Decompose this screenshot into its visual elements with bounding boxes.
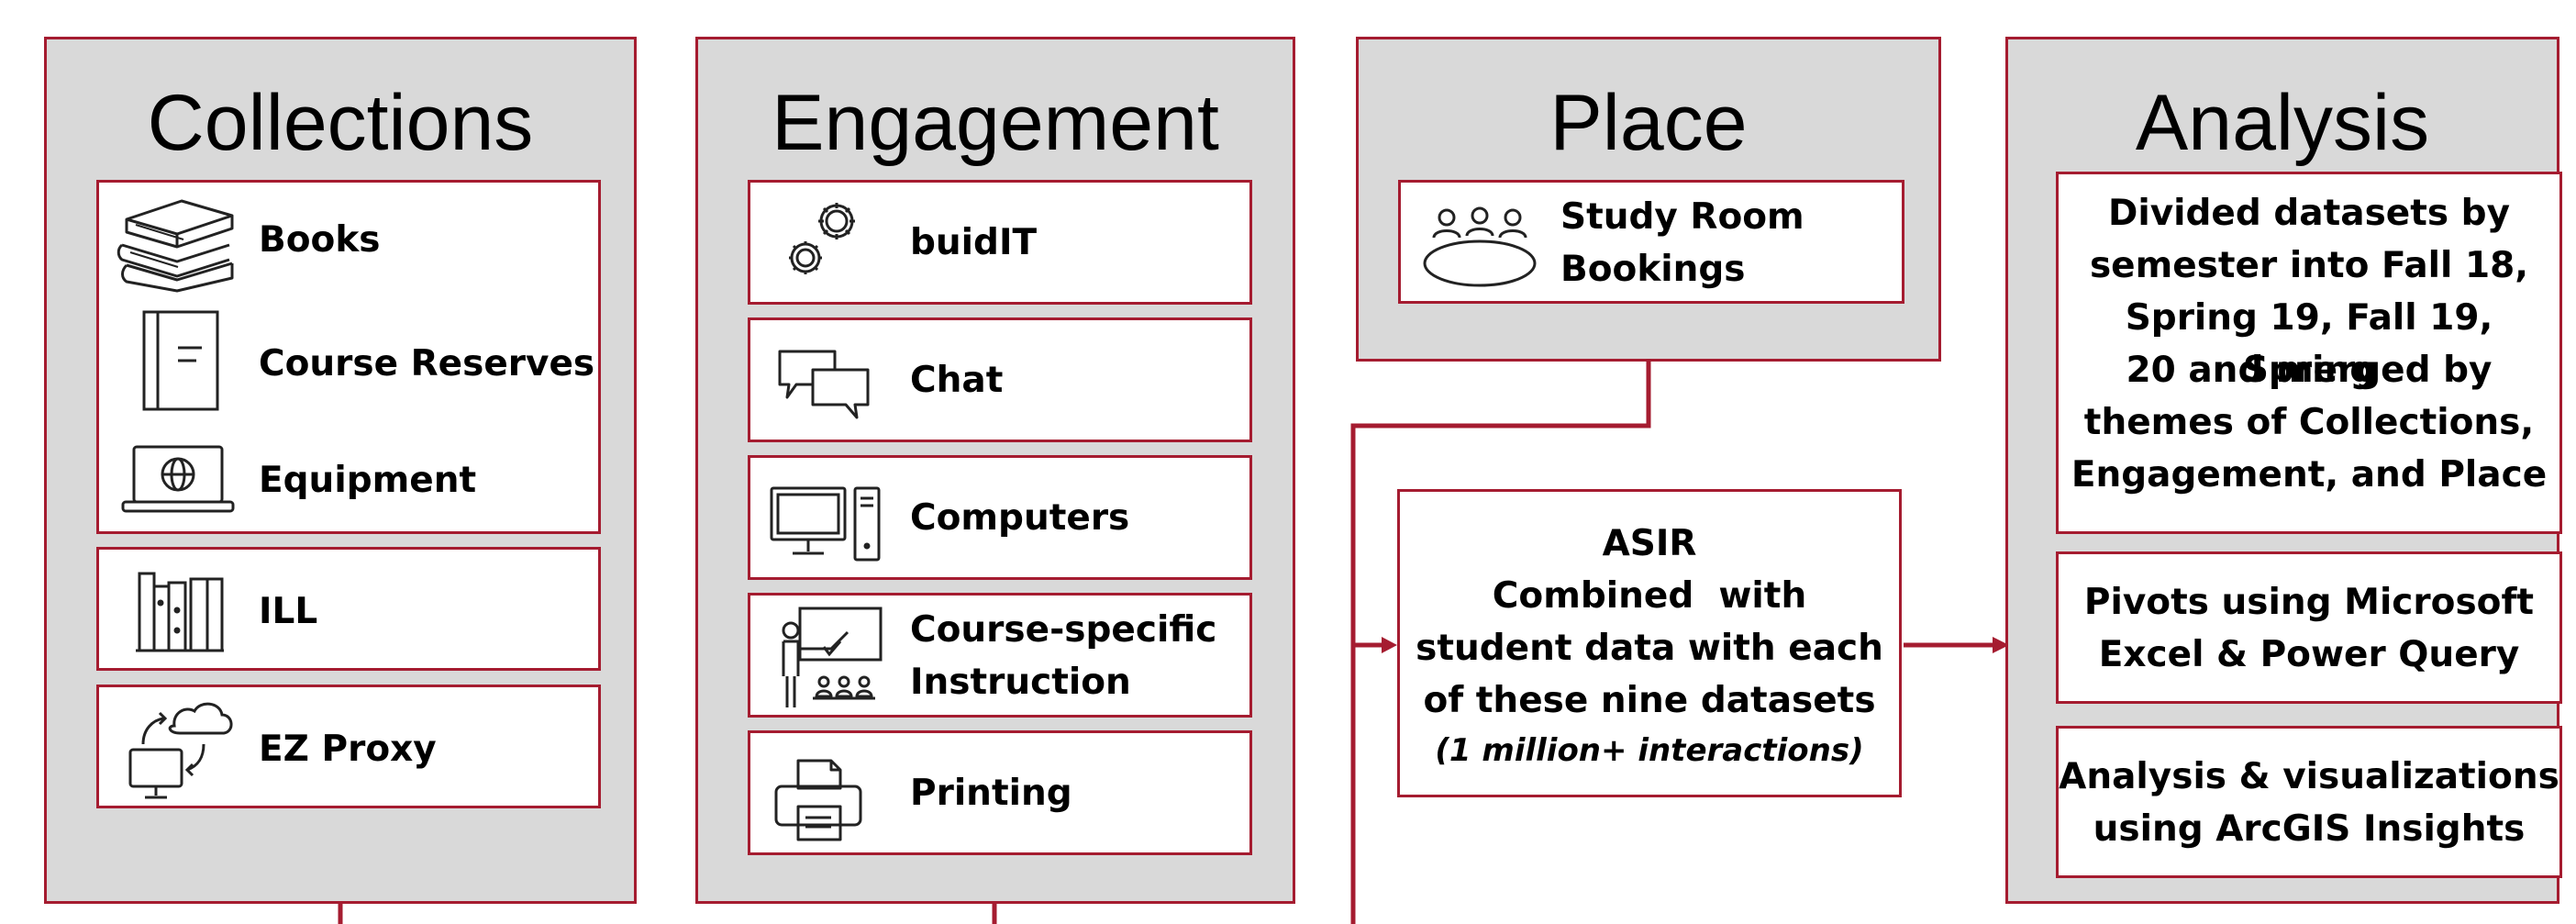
analysis-datasets-line-1: Divided datasets by	[2107, 193, 2511, 234]
collections-item-course-reserves: Course Reserves	[259, 343, 595, 384]
collections-item-ill: ILL	[259, 591, 318, 632]
place-connector	[1350, 362, 1651, 924]
engagement-item-box-computers: Computers	[748, 455, 1252, 580]
books-stack-icon	[117, 192, 237, 293]
analysis-visualizations-line-2: using ArcGIS Insights	[2093, 808, 2526, 850]
engagement-item-box-chat: Chat	[748, 317, 1252, 442]
place-panel: Place Study Room Bookings	[1356, 37, 1941, 362]
panel-title: Engagement	[772, 79, 1219, 167]
collections-panel: Collections Books	[44, 37, 637, 904]
engagement-item-buidit: buidIT	[910, 222, 1038, 263]
place-item-box-study-room: Study Room Bookings	[1398, 180, 1904, 304]
asir-line-3: student data with each	[1416, 628, 1883, 669]
classroom-instruction-icon	[776, 605, 884, 711]
bookshelf-icon	[136, 566, 224, 654]
collections-group-box: Books Course Reserves	[96, 180, 601, 534]
place-item-study-room-line1: Study Room	[1560, 196, 1804, 238]
collections-item-books: Books	[259, 219, 381, 261]
engagement-item-instruction-line2: Instruction	[910, 662, 1131, 703]
engagement-item-box-buidit: buidIT	[748, 180, 1252, 305]
book-icon	[141, 309, 220, 412]
engagement-item-box-instruction: Course-specific Instruction	[748, 593, 1252, 718]
collections-item-ez-proxy: EZ Proxy	[259, 729, 437, 770]
analysis-visualizations-line-1: Analysis & visualizations	[2059, 756, 2559, 797]
analysis-box-datasets: Divided datasets by semester into Fall 1…	[2056, 172, 2562, 534]
gears-icon	[780, 192, 868, 293]
engagement-item-instruction-line1: Course-specific	[910, 609, 1217, 651]
analysis-box-pivots: Pivots using Microsoft Excel & Power Que…	[2056, 551, 2562, 704]
cloud-computer-icon	[127, 695, 237, 803]
engagement-item-chat: Chat	[910, 360, 1004, 401]
engagement-item-printing: Printing	[910, 773, 1072, 814]
collections-ill-box: ILL	[96, 547, 601, 671]
analysis-datasets-line-5: themes of Collections,	[2083, 402, 2535, 443]
asir-note: (1 million+ interactions)	[1435, 732, 1864, 769]
laptop-globe-icon	[119, 444, 237, 516]
analysis-panel: Analysis Divided datasets by semester in…	[2005, 37, 2562, 904]
chat-bubbles-icon	[776, 348, 872, 421]
analysis-pivots-line-2: Excel & Power Query	[2098, 634, 2520, 675]
asir-line-1: ASIR	[1602, 523, 1697, 564]
panel-title: Analysis	[2135, 79, 2430, 167]
collections-item-equipment: Equipment	[259, 460, 477, 501]
engagement-item-box-printing: Printing	[748, 730, 1252, 855]
panel-title: Place	[1549, 79, 1748, 167]
arrow-head-analysis	[1993, 637, 2009, 653]
analysis-box-visualizations: Analysis & visualizations using ArcGIS I…	[2056, 726, 2562, 878]
analysis-datasets-line-6: Engagement, and Place	[2071, 454, 2548, 495]
analysis-datasets-line-2: semester into Fall 18,	[2089, 245, 2529, 286]
panel-title: Collections	[147, 79, 534, 167]
asir-line-2: Combined with	[1492, 575, 1807, 617]
asir-line-4: of these nine datasets	[1423, 680, 1876, 721]
arrow-head-asir	[1382, 637, 1397, 653]
analysis-datasets-line-3: Spring 19, Fall 19, Spring	[2125, 297, 2493, 391]
printer-icon	[772, 757, 864, 843]
engagement-item-computers: Computers	[910, 497, 1130, 539]
collections-ezproxy-box: EZ Proxy	[96, 685, 601, 808]
meeting-table-icon	[1421, 205, 1538, 289]
engagement-panel: Engagement buidIT	[695, 37, 1295, 904]
asir-box: ASIR Combined with student data with eac…	[1397, 489, 1902, 797]
place-item-study-room-line2: Bookings	[1560, 249, 1746, 290]
analysis-pivots-line-1: Pivots using Microsoft	[2083, 582, 2535, 623]
analysis-datasets-line-4: 20 and merged by	[2126, 350, 2493, 391]
desktop-computer-icon	[769, 485, 883, 562]
